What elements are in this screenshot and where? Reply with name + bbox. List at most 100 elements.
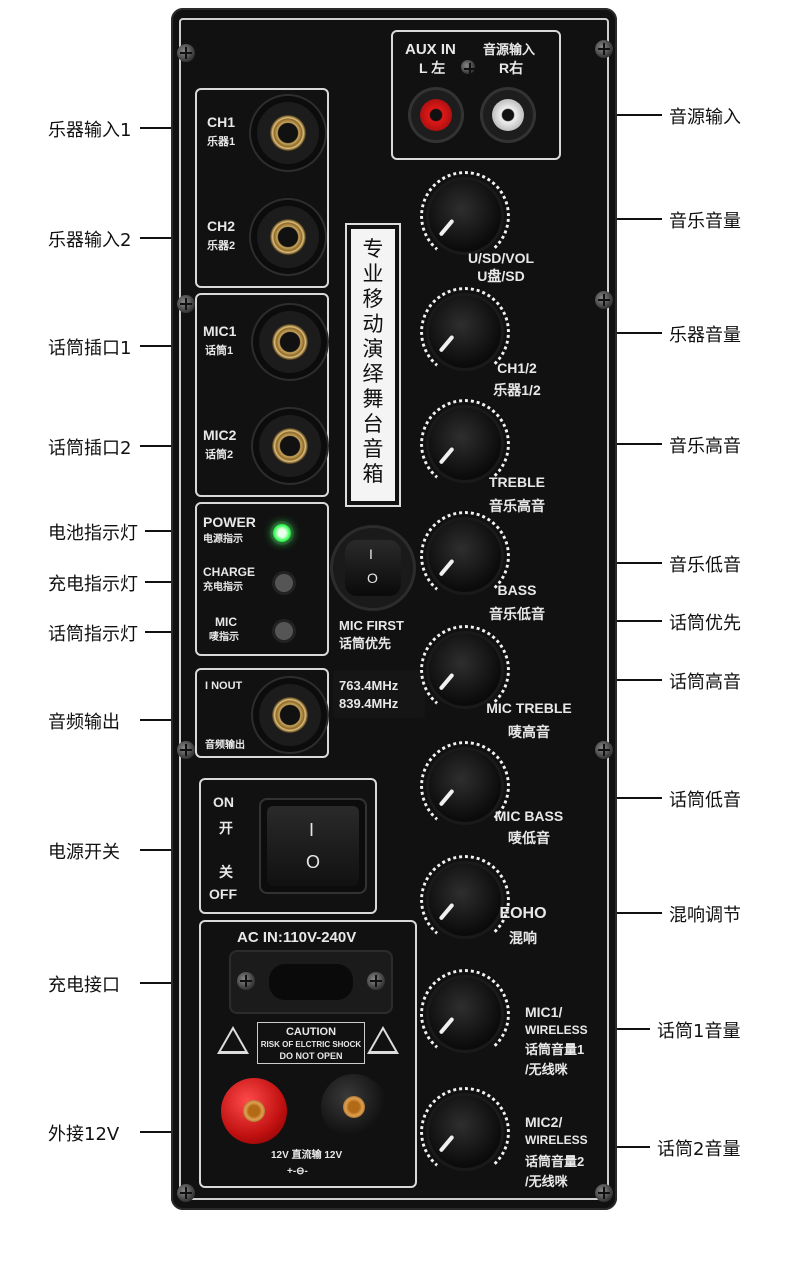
instrument-volume-knob[interactable] [420,287,510,377]
title-char: 箱 [362,462,384,486]
power-rocker-switch[interactable]: I O [259,798,367,894]
title-char: 动 [362,312,384,336]
mic1-label: MIC1 [203,323,237,339]
knob-label: U/SD/VOL [467,250,535,266]
ch1-jack[interactable] [257,102,319,164]
indicator-section: POWER 电源指示 CHARGE 充电指示 MIC 唛指示 [195,502,329,656]
callout-label: 音乐音量 [669,211,741,232]
callout-label: 电源开关 [48,842,120,863]
callout-label: 话筒插口2 [48,438,132,459]
knob-label: MIC1/ [525,1004,563,1020]
screw-icon [177,44,195,62]
power-led-label-cn: 电源指示 [203,534,243,545]
title-char: 音 [362,437,384,461]
power-switch-section: ON 开 关 OFF I O [199,778,377,914]
callout-label: 话筒2音量 [657,1139,741,1160]
mic2-label: MIC2 [203,427,237,443]
ac-input-section: AC IN:110V-240V CAUTION RISK OF ELCTRIC … [199,920,417,1188]
knob-label: BASS [497,582,537,598]
screw-icon [237,972,255,990]
mic2-jack[interactable] [259,415,321,477]
black-binding-post[interactable] [321,1074,387,1140]
aux-left-label: L 左 [419,60,446,76]
power-led-label: POWER [203,514,256,530]
switch-off-glyph: O [367,570,378,586]
amplifier-panel: AUX IN 音源输入 L 左 R右 CH1 乐器1 CH2 乐器2 MIC1 … [171,8,617,1210]
ch2-label-cn: 乐器2 [207,240,236,252]
aux-in-section: AUX IN 音源输入 L 左 R右 [391,30,561,160]
callout-label: 乐器音量 [669,325,741,346]
switch-on-glyph: I [369,546,373,562]
music-bass-knob[interactable] [420,511,510,601]
product-title: 专 业 移 动 演 绎 舞 台 音 箱 [351,229,395,501]
echo-knob[interactable] [420,855,510,945]
callout-label: 外接12V [48,1124,120,1145]
power-on-label: ON [213,794,234,810]
mic2-wireless-volume-knob[interactable] [420,1087,510,1177]
screw-icon [595,1184,613,1202]
mic1-wireless-volume-knob[interactable] [420,969,510,1059]
knob-label-cn: 音乐高音 [489,498,545,514]
mic1-jack[interactable] [259,311,321,373]
callout-label: 话筒指示灯 [48,624,138,645]
aux-left-rca-jack[interactable] [411,90,461,140]
knob-label: EOHO [499,905,547,922]
mic-treble-knob[interactable] [420,625,510,715]
mic-first-label-cn: 话筒优先 [339,636,392,651]
title-char: 专 [362,237,384,261]
mic-first-label: MIC FIRST [339,618,404,633]
red-binding-post[interactable] [221,1078,287,1144]
knob-label-cn: /无线咪 [525,1062,568,1077]
power-led [273,524,291,542]
charge-led-label: CHARGE [203,565,256,579]
caution-line-1: RISK OF ELCTRIC SHOCK [260,1040,362,1049]
title-char: 绎 [362,362,384,386]
knob-label: CH1/2 [497,360,537,376]
callout-label: 话筒插口1 [48,338,132,359]
instrument-input-section: CH1 乐器1 CH2 乐器2 [195,88,329,288]
switch-off-glyph: O [306,852,321,872]
dc-polarity-label: +-⊖- [287,1166,308,1177]
dc-label: 12V 直流输 12V [271,1150,343,1161]
power-off-label-cn: 关 [219,864,233,880]
screw-icon [177,295,195,313]
switch-on-glyph: I [309,820,315,840]
exclamation-warning-icon [367,1026,399,1054]
ac-in-label: AC IN:110V-240V [237,929,357,946]
charge-led [275,574,293,592]
screw-icon [461,60,476,74]
mic1-label-cn: 话筒1 [205,345,234,357]
knob-label-cn: 话筒音量2 [525,1154,585,1169]
mic-first-switch[interactable]: I O [333,528,413,608]
ac-socket[interactable] [231,952,391,1012]
callout-label: 话筒优先 [669,613,741,634]
callout-label: 话筒高音 [669,672,741,693]
product-title-plate: 专 业 移 动 演 绎 舞 台 音 箱 [345,223,401,507]
music-volume-knob[interactable] [420,171,510,261]
charge-led-label-cn: 充电指示 [203,582,243,593]
inout-label-cn: 音频输出 [205,740,245,751]
title-char: 移 [362,287,384,311]
callout-label: 音频输出 [48,712,120,733]
screw-icon [595,291,613,309]
frequency-plate: 763.4MHz 839.4MHz [333,670,425,718]
mic2-label-cn: 话筒2 [205,449,234,461]
mic-input-section: MIC1 话筒1 MIC2 话筒2 [195,293,329,497]
title-char: 业 [362,262,384,286]
ch1-label-cn: 乐器1 [207,136,236,148]
aux-right-label: R右 [499,60,524,76]
ch2-jack[interactable] [257,206,319,268]
screw-icon [367,972,385,990]
knob-label-cn: 混响 [509,930,537,946]
inout-label: I NOUT [205,680,243,692]
knob-label: TREBLE [489,474,545,490]
aux-right-rca-jack[interactable] [483,90,533,140]
callout-label: 充电接口 [48,975,120,996]
ch2-label: CH2 [207,218,236,234]
callout-label: 音乐高音 [669,436,741,457]
music-treble-knob[interactable] [420,399,510,489]
panel-border [179,18,609,1200]
hazard-warning-icon [217,1026,249,1054]
mic-bass-knob[interactable] [420,741,510,831]
audio-output-jack[interactable] [259,684,321,746]
